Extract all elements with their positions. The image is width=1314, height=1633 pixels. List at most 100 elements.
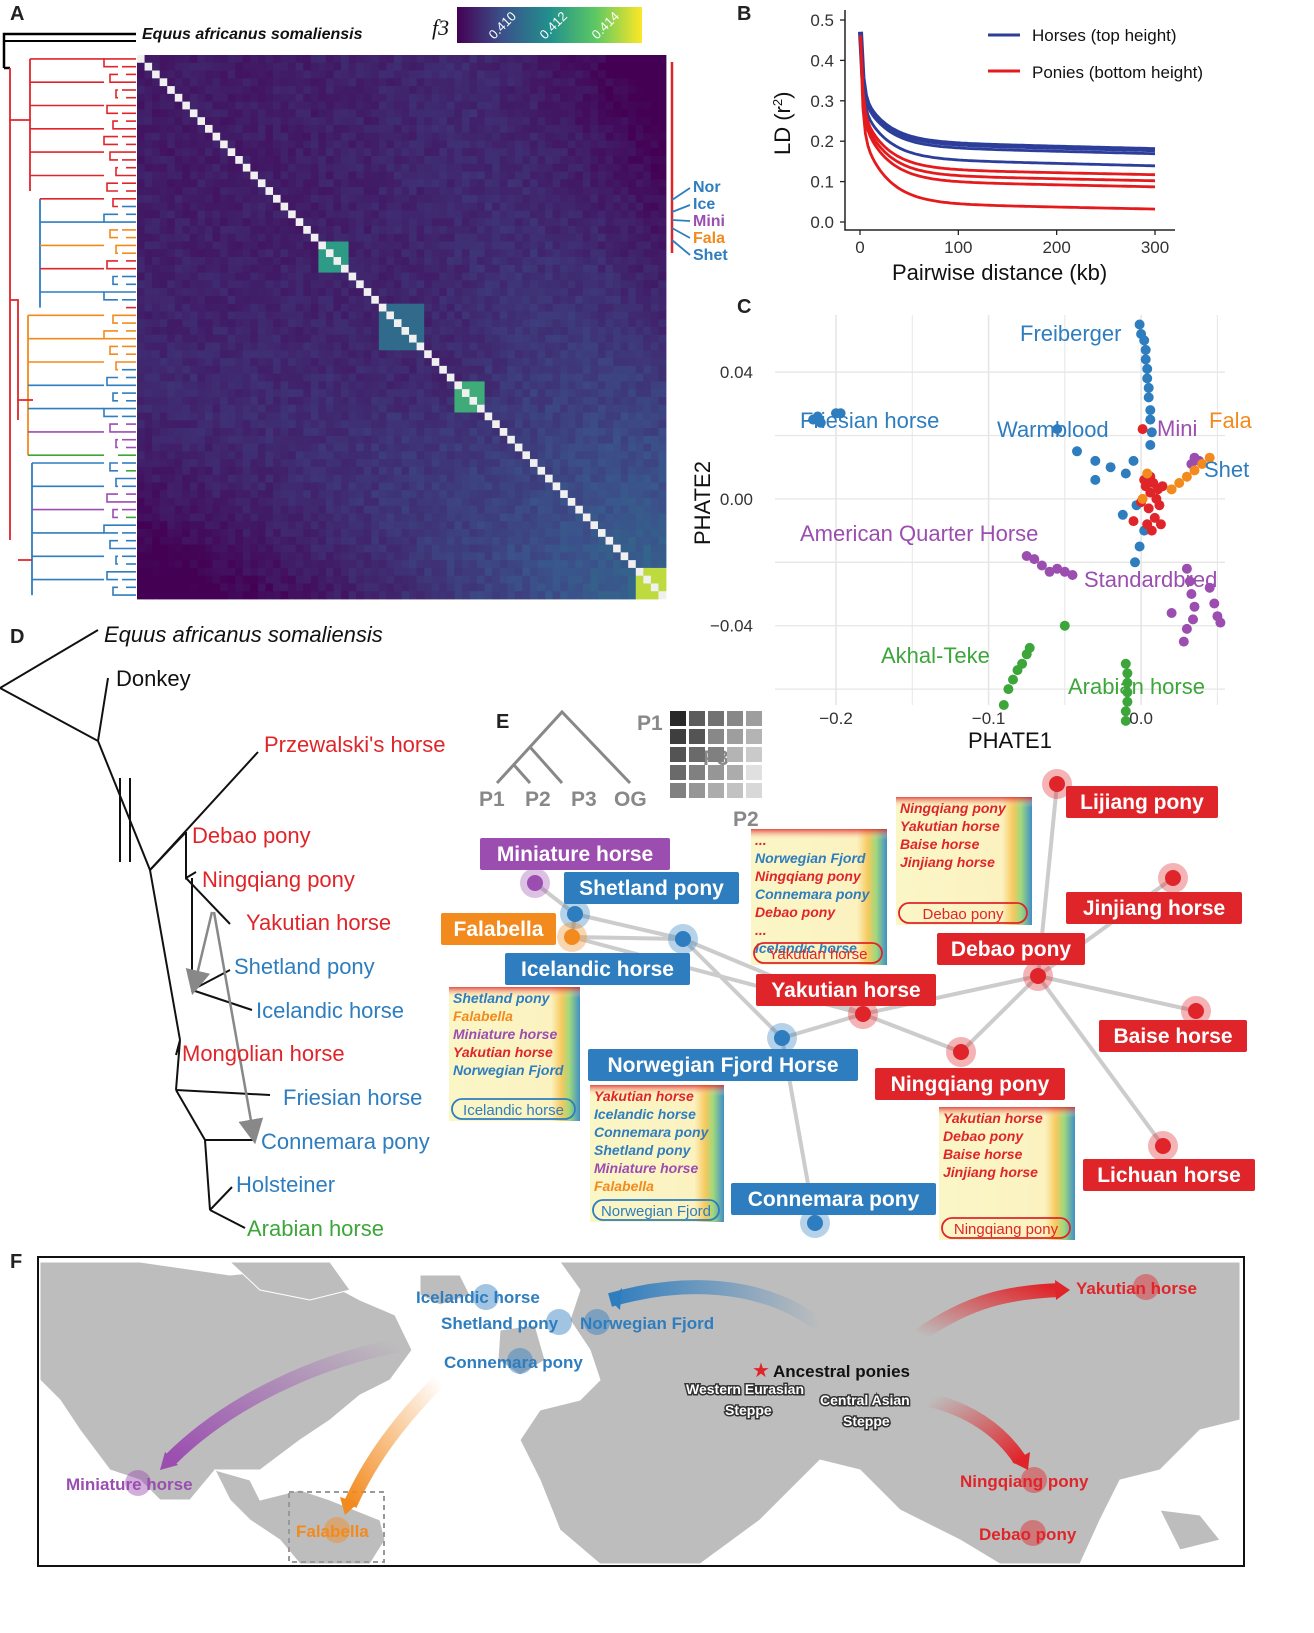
- heatmap-cell: [288, 513, 297, 522]
- heatmap-cell: [439, 342, 448, 351]
- heatmap-cell: [212, 124, 221, 134]
- heatmap-cell: [310, 575, 319, 584]
- heatmap-cell: [189, 124, 198, 134]
- heatmap-cell: [250, 86, 259, 95]
- heatmap-cell: [597, 428, 606, 437]
- heatmap-cell: [416, 389, 425, 398]
- heatmap-cell: [401, 342, 410, 351]
- heatmap-cell: [605, 202, 614, 211]
- heatmap-cell: [152, 93, 161, 103]
- heatmap-cell: [446, 218, 455, 227]
- heatmap-cell: [484, 140, 493, 149]
- heatmap-cell: [658, 412, 667, 421]
- heatmap-cell: [303, 420, 312, 429]
- heatmap-cell: [152, 225, 161, 235]
- heatmap-cell: [242, 288, 251, 297]
- heatmap-cell: [635, 451, 644, 460]
- heatmap-cell: [212, 373, 221, 382]
- heatmap-cell: [378, 560, 387, 569]
- heatmap-cell: [469, 529, 478, 538]
- heatmap-cell: [590, 225, 599, 235]
- heatmap-cell: [560, 474, 569, 483]
- heatmap-cell: [257, 350, 266, 359]
- heatmap-cell: [378, 62, 387, 71]
- heatmap-cell: [363, 148, 372, 157]
- heatmap-cell: [265, 404, 274, 413]
- heatmap-cell: [537, 86, 546, 95]
- heatmap-cell: [378, 264, 387, 273]
- heatmap-cell: [514, 443, 523, 452]
- heatmap-cell: [560, 334, 569, 343]
- heatmap-cell: [567, 466, 576, 476]
- heatmap-cell: [378, 163, 387, 172]
- heatmap-cell: [386, 225, 395, 235]
- heatmap-cell: [280, 536, 289, 545]
- heatmap-cell: [650, 412, 659, 421]
- heatmap-cell: [597, 342, 606, 351]
- heatmap-cell: [469, 583, 478, 592]
- heatmap-cell: [250, 101, 259, 110]
- heatmap-cell: [492, 171, 501, 180]
- heatmap-cell: [333, 249, 342, 258]
- heatmap-cell: [650, 124, 659, 134]
- heatmap-cell: [341, 435, 349, 444]
- heatmap-cell: [378, 521, 387, 530]
- heatmap-cell: [356, 109, 365, 118]
- heatmap-cell: [416, 202, 425, 211]
- heatmap-cell: [597, 303, 606, 312]
- heatmap-cell: [439, 474, 448, 483]
- heatmap-cell: [650, 117, 659, 126]
- heatmap-cell: [461, 62, 470, 71]
- heatmap-cell: [461, 70, 470, 79]
- heatmap-cell: [265, 249, 274, 258]
- heatmap-cell: [575, 210, 584, 219]
- heatmap-cell: [469, 544, 478, 553]
- heatmap-cell: [643, 288, 652, 297]
- heatmap-cell: [431, 210, 440, 219]
- heatmap-cell: [401, 381, 410, 390]
- heatmap-cell: [167, 55, 176, 64]
- heatmap-cell: [167, 552, 176, 561]
- heatmap-cell: [552, 117, 561, 126]
- heatmap-cell: [628, 342, 637, 351]
- heatmap-cell: [182, 428, 191, 437]
- heatmap-cell: [257, 327, 266, 336]
- heatmap-cell: [454, 560, 463, 569]
- heatmap-cell: [522, 257, 531, 266]
- heatmap-cell: [250, 264, 259, 273]
- dendrogram-branch: [109, 539, 118, 550]
- heatmap-cell: [628, 513, 637, 522]
- heatmap-cell: [144, 210, 153, 219]
- heatmap-cell: [303, 55, 312, 64]
- heatmap-cell: [341, 163, 349, 172]
- heatmap-cell: [235, 187, 244, 196]
- dendrogram-branch: [115, 89, 118, 99]
- heatmap-cell: [189, 148, 198, 157]
- heatmap-cell: [522, 373, 531, 382]
- heatmap-cell: [144, 295, 153, 305]
- heatmap-cell: [522, 560, 531, 569]
- heatmap-cell: [227, 358, 236, 367]
- heatmap-cell: [174, 358, 183, 367]
- heatmap-cell: [137, 490, 145, 499]
- heatmap-cell: [469, 78, 478, 87]
- heatmap-cell: [446, 202, 455, 211]
- heatmap-cell: [522, 389, 531, 398]
- heatmap-cell: [265, 505, 274, 514]
- heatmap-cell: [356, 140, 365, 149]
- heatmap-cell: [137, 78, 145, 87]
- heatmap-cell: [454, 544, 463, 553]
- heatmap-cell: [401, 179, 410, 188]
- heatmap-cell: [393, 124, 402, 134]
- heatmap-cell: [265, 70, 274, 79]
- heatmap-cell: [280, 358, 289, 367]
- heatmap-cell: [461, 264, 470, 273]
- heatmap-cell: [333, 575, 342, 584]
- heatmap-cell: [529, 257, 538, 266]
- heatmap-cell: [552, 156, 561, 165]
- heatmap-cell: [605, 552, 614, 561]
- heatmap-cell: [189, 583, 198, 592]
- heatmap-cell: [560, 140, 569, 149]
- dendrogram-branch: [109, 462, 118, 472]
- heatmap-cell: [235, 350, 244, 359]
